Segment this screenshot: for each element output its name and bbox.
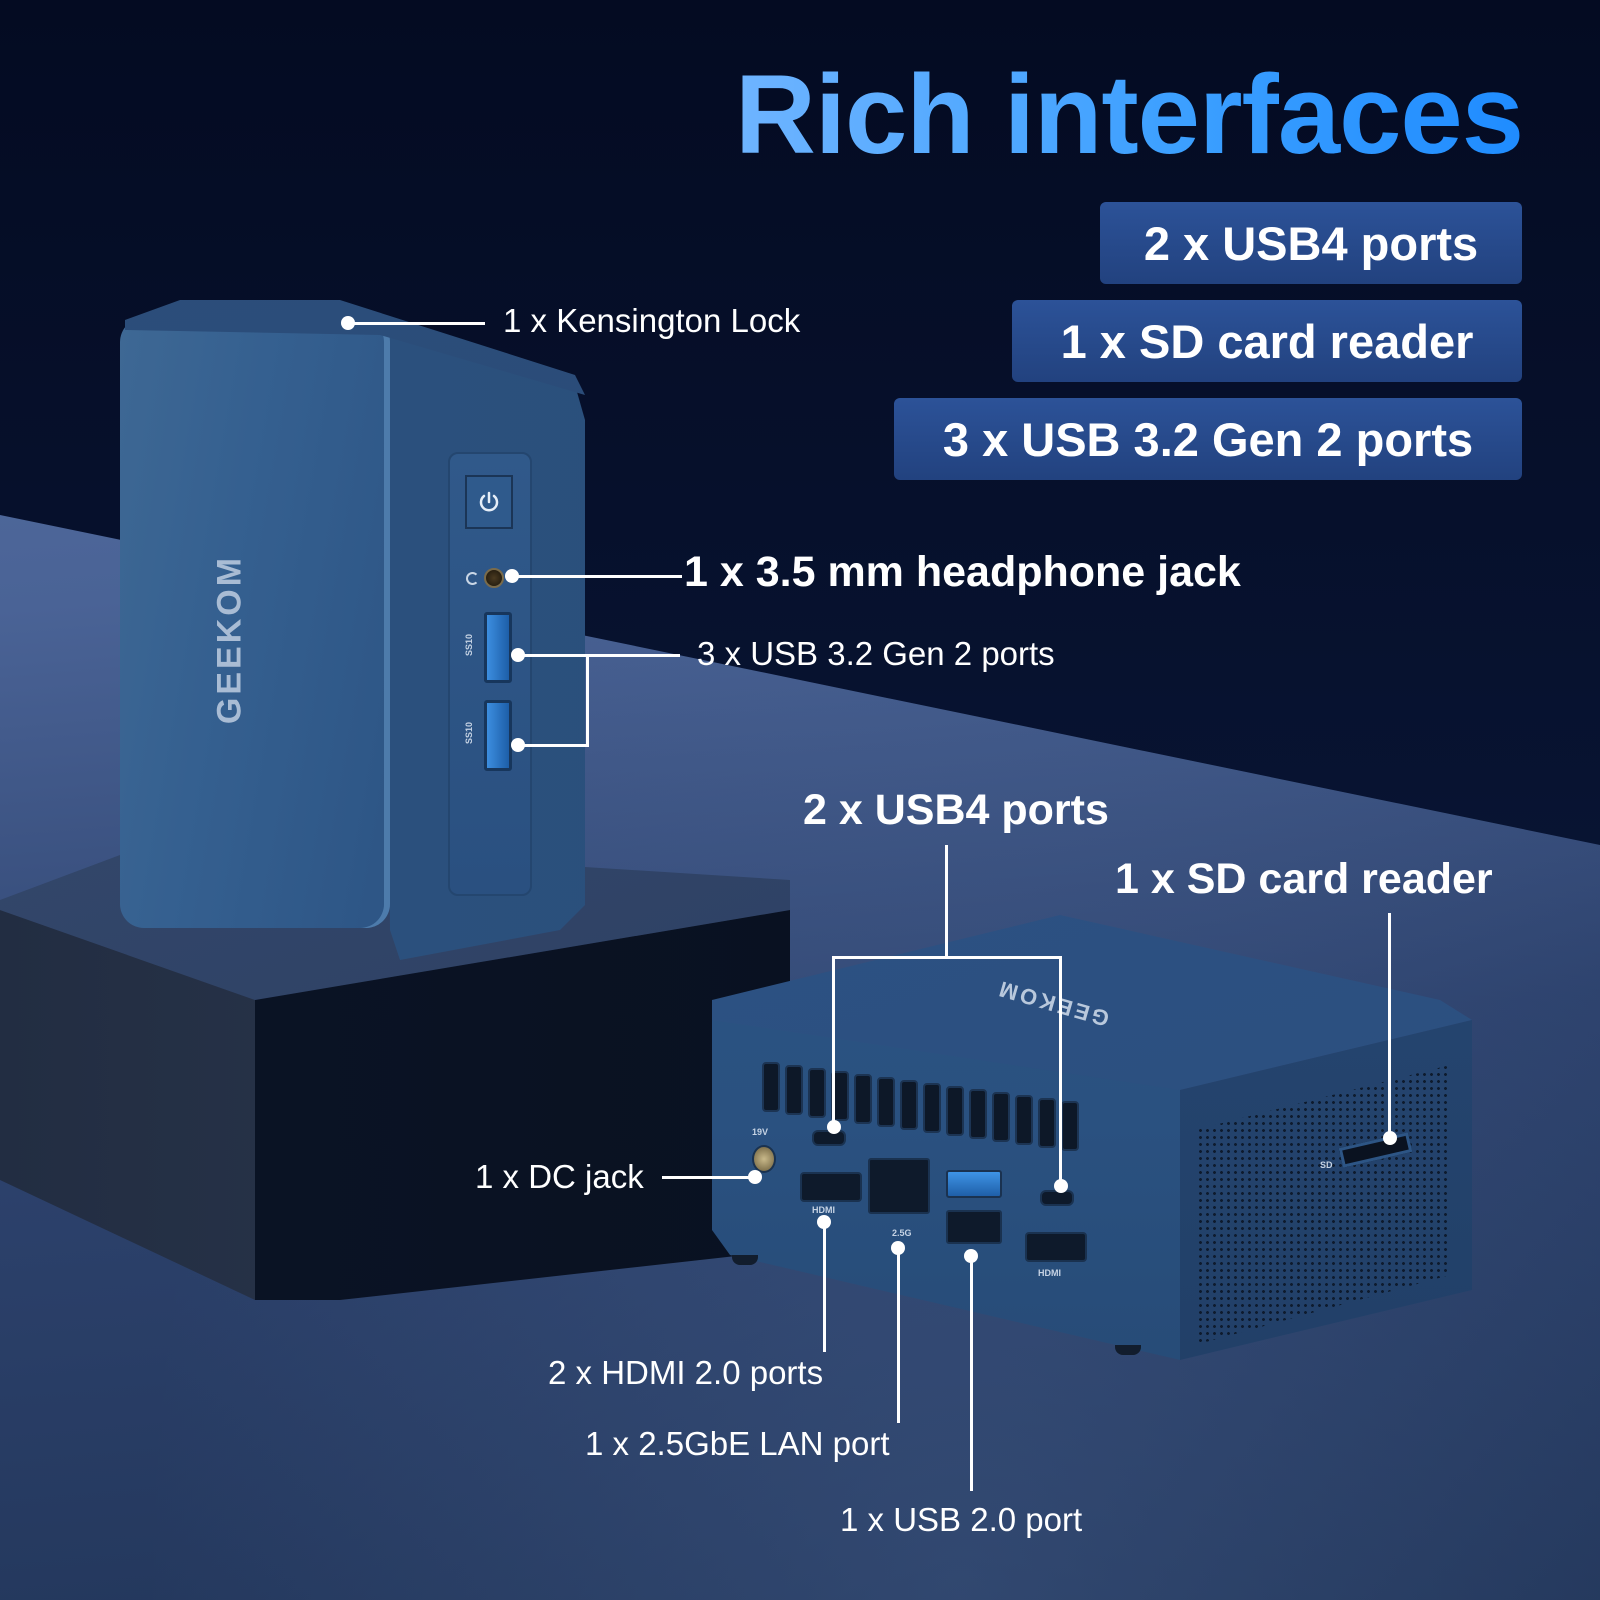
vent-slot — [1015, 1095, 1033, 1145]
hdmi-port-1 — [800, 1172, 862, 1202]
label-usb20-port: 1 x USB 2.0 port — [840, 1501, 1083, 1538]
usb20-port — [946, 1210, 1002, 1244]
vent-slot — [1038, 1098, 1056, 1148]
callout-line — [518, 744, 588, 747]
power-button — [465, 475, 513, 529]
hdmi-port-2 — [1025, 1232, 1087, 1262]
callout-line — [586, 654, 589, 747]
usb-ss-marking-2: SS10 — [464, 721, 475, 745]
headphone-icon — [466, 572, 479, 585]
callout-line — [348, 322, 485, 325]
lan-speed-marking: 2.5G — [892, 1228, 912, 1238]
label-hdmi-ports: 2 x HDMI 2.0 ports — [548, 1354, 824, 1391]
label-usb32-ports: 3 x USB 3.2 Gen 2 ports — [697, 635, 1055, 672]
vent-slot — [808, 1068, 826, 1118]
callout-line — [1059, 956, 1062, 1186]
callout-line — [512, 575, 682, 578]
headphone-jack-port — [484, 568, 504, 588]
sd-marking: SD — [1320, 1160, 1333, 1170]
callout-line — [1388, 913, 1391, 1138]
hdmi-marking-1: HDMI — [812, 1205, 835, 1215]
label-usb4-ports: 2 x USB4 ports — [803, 786, 1109, 834]
label-kensington-lock: 1 x Kensington Lock — [503, 302, 801, 339]
vent-slot — [923, 1083, 941, 1133]
rubber-foot — [1115, 1345, 1141, 1355]
callout-line — [945, 845, 948, 958]
callout-line — [823, 1222, 826, 1352]
label-dc-jack: 1 x DC jack — [475, 1158, 644, 1195]
callout-line — [832, 956, 1062, 959]
hdmi-marking-2: HDMI — [1038, 1268, 1061, 1278]
callout-line — [662, 1176, 754, 1179]
rubber-foot — [732, 1255, 758, 1265]
label-lan-port: 1 x 2.5GbE LAN port — [585, 1425, 890, 1462]
badge-usb32: 3 x USB 3.2 Gen 2 ports — [894, 398, 1522, 480]
label-headphone-jack: 1 x 3.5 mm headphone jack — [684, 548, 1241, 596]
callout-dot — [827, 1120, 841, 1134]
vent-slot — [992, 1092, 1010, 1142]
vent-slot — [900, 1080, 918, 1130]
mini-pc-vertical-body — [120, 318, 390, 928]
vent-slot — [969, 1089, 987, 1139]
dc-voltage-marking: 19V — [752, 1127, 769, 1137]
usb-a-port-front-2 — [484, 700, 512, 771]
usb-a-port-front-1 — [484, 612, 512, 683]
vent-slot — [1061, 1101, 1079, 1151]
vent-slot — [946, 1086, 964, 1136]
badge-sd-reader: 1 x SD card reader — [1012, 300, 1522, 382]
dc-jack-port — [752, 1145, 776, 1173]
usb4-port-2 — [1040, 1190, 1074, 1206]
callout-line — [970, 1256, 973, 1491]
usb-ss-marking-1: SS10 — [464, 633, 475, 657]
power-icon — [479, 491, 499, 512]
callout-line — [832, 956, 835, 1126]
badge-usb4: 2 x USB4 ports — [1100, 202, 1522, 284]
brand-logo-vertical: GEEKOM — [210, 554, 249, 725]
vent-slot — [785, 1065, 803, 1115]
callout-dot — [748, 1170, 762, 1184]
vent-slot — [877, 1077, 895, 1127]
callout-line — [897, 1248, 900, 1423]
lan-port — [868, 1158, 930, 1214]
callout-line — [518, 654, 680, 657]
callout-dot — [1054, 1179, 1068, 1193]
label-sd-card-reader: 1 x SD card reader — [1115, 855, 1493, 903]
headline: Rich interfaces — [735, 52, 1524, 177]
usb32-port-rear — [946, 1170, 1002, 1198]
vent-slot — [854, 1074, 872, 1124]
callout-dot — [1383, 1131, 1397, 1145]
vent-slot — [762, 1062, 780, 1112]
